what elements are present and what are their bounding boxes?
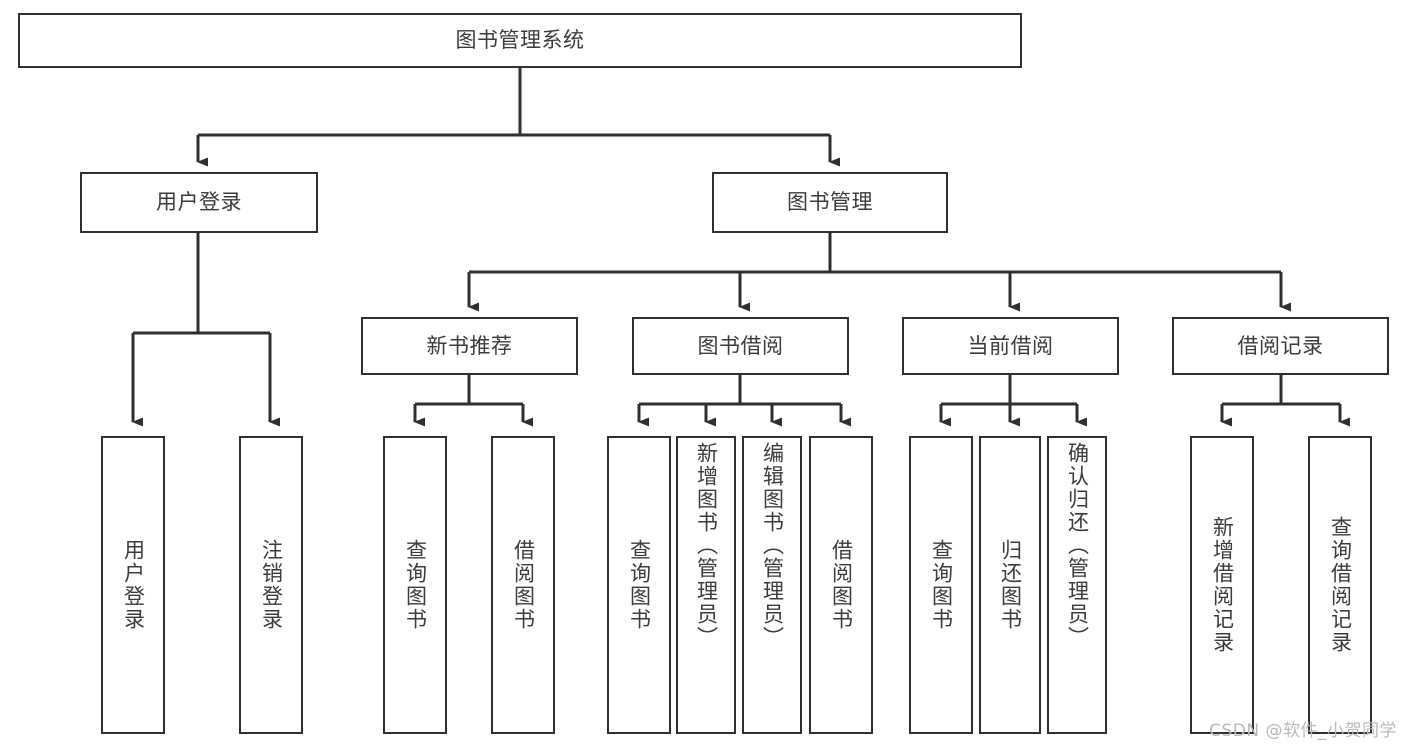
- watermark-text: CSDN @软件_小贺同学: [1209, 721, 1397, 741]
- node-leaf-add-record-label: 新增借阅记录: [1210, 516, 1235, 654]
- node-leaf-edit-book-label: 编辑图书（管理员）: [760, 442, 785, 649]
- node-book-borrow[interactable]: 图书借阅: [632, 317, 849, 375]
- node-root-label: 图书管理系统: [455, 28, 585, 53]
- node-leaf-logout[interactable]: 注销登录: [239, 436, 303, 734]
- node-new-book-recommend[interactable]: 新书推荐: [361, 317, 578, 375]
- node-leaf-add-book-label: 新增图书（管理员）: [694, 442, 719, 649]
- node-leaf-borrow-book-1-label: 借阅图书: [511, 539, 536, 631]
- node-leaf-return-book-label: 归还图书: [998, 539, 1023, 631]
- node-leaf-add-record[interactable]: 新增借阅记录: [1190, 436, 1254, 734]
- node-user-login-label: 用户登录: [156, 190, 242, 215]
- node-leaf-query-book-2[interactable]: 查询图书: [607, 436, 671, 734]
- node-leaf-query-book-1-label: 查询图书: [403, 539, 428, 631]
- node-leaf-borrow-book-2[interactable]: 借阅图书: [809, 436, 873, 734]
- node-leaf-confirm-return[interactable]: 确认归还（管理员）: [1047, 436, 1107, 734]
- node-leaf-user-login-label: 用户登录: [121, 539, 146, 631]
- node-leaf-borrow-book-1[interactable]: 借阅图书: [491, 436, 555, 734]
- node-current-borrow-label: 当前借阅: [967, 333, 1054, 358]
- node-leaf-edit-book[interactable]: 编辑图书（管理员）: [742, 436, 802, 734]
- node-new-book-recommend-label: 新书推荐: [426, 333, 513, 358]
- node-borrow-record-label: 借阅记录: [1237, 333, 1324, 358]
- node-leaf-add-book[interactable]: 新增图书（管理员）: [676, 436, 736, 734]
- node-borrow-record[interactable]: 借阅记录: [1172, 317, 1389, 375]
- node-leaf-query-record-label: 查询借阅记录: [1328, 516, 1353, 654]
- node-leaf-query-book-1[interactable]: 查询图书: [383, 436, 447, 734]
- node-leaf-query-record[interactable]: 查询借阅记录: [1308, 436, 1372, 734]
- node-book-manage-label: 图书管理: [787, 190, 873, 215]
- node-leaf-query-book-2-label: 查询图书: [627, 539, 652, 631]
- node-leaf-query-book-3[interactable]: 查询图书: [909, 436, 973, 734]
- node-leaf-query-book-3-label: 查询图书: [929, 539, 954, 631]
- node-current-borrow[interactable]: 当前借阅: [902, 317, 1119, 375]
- node-user-login[interactable]: 用户登录: [80, 172, 318, 233]
- node-leaf-confirm-return-label: 确认归还（管理员）: [1065, 442, 1090, 649]
- node-leaf-return-book[interactable]: 归还图书: [979, 436, 1041, 734]
- node-book-manage[interactable]: 图书管理: [712, 172, 948, 233]
- node-leaf-user-login[interactable]: 用户登录: [101, 436, 165, 734]
- node-leaf-logout-label: 注销登录: [259, 539, 284, 631]
- node-leaf-borrow-book-2-label: 借阅图书: [829, 539, 854, 631]
- node-root[interactable]: 图书管理系统: [18, 13, 1022, 68]
- node-book-borrow-label: 图书借阅: [697, 333, 784, 358]
